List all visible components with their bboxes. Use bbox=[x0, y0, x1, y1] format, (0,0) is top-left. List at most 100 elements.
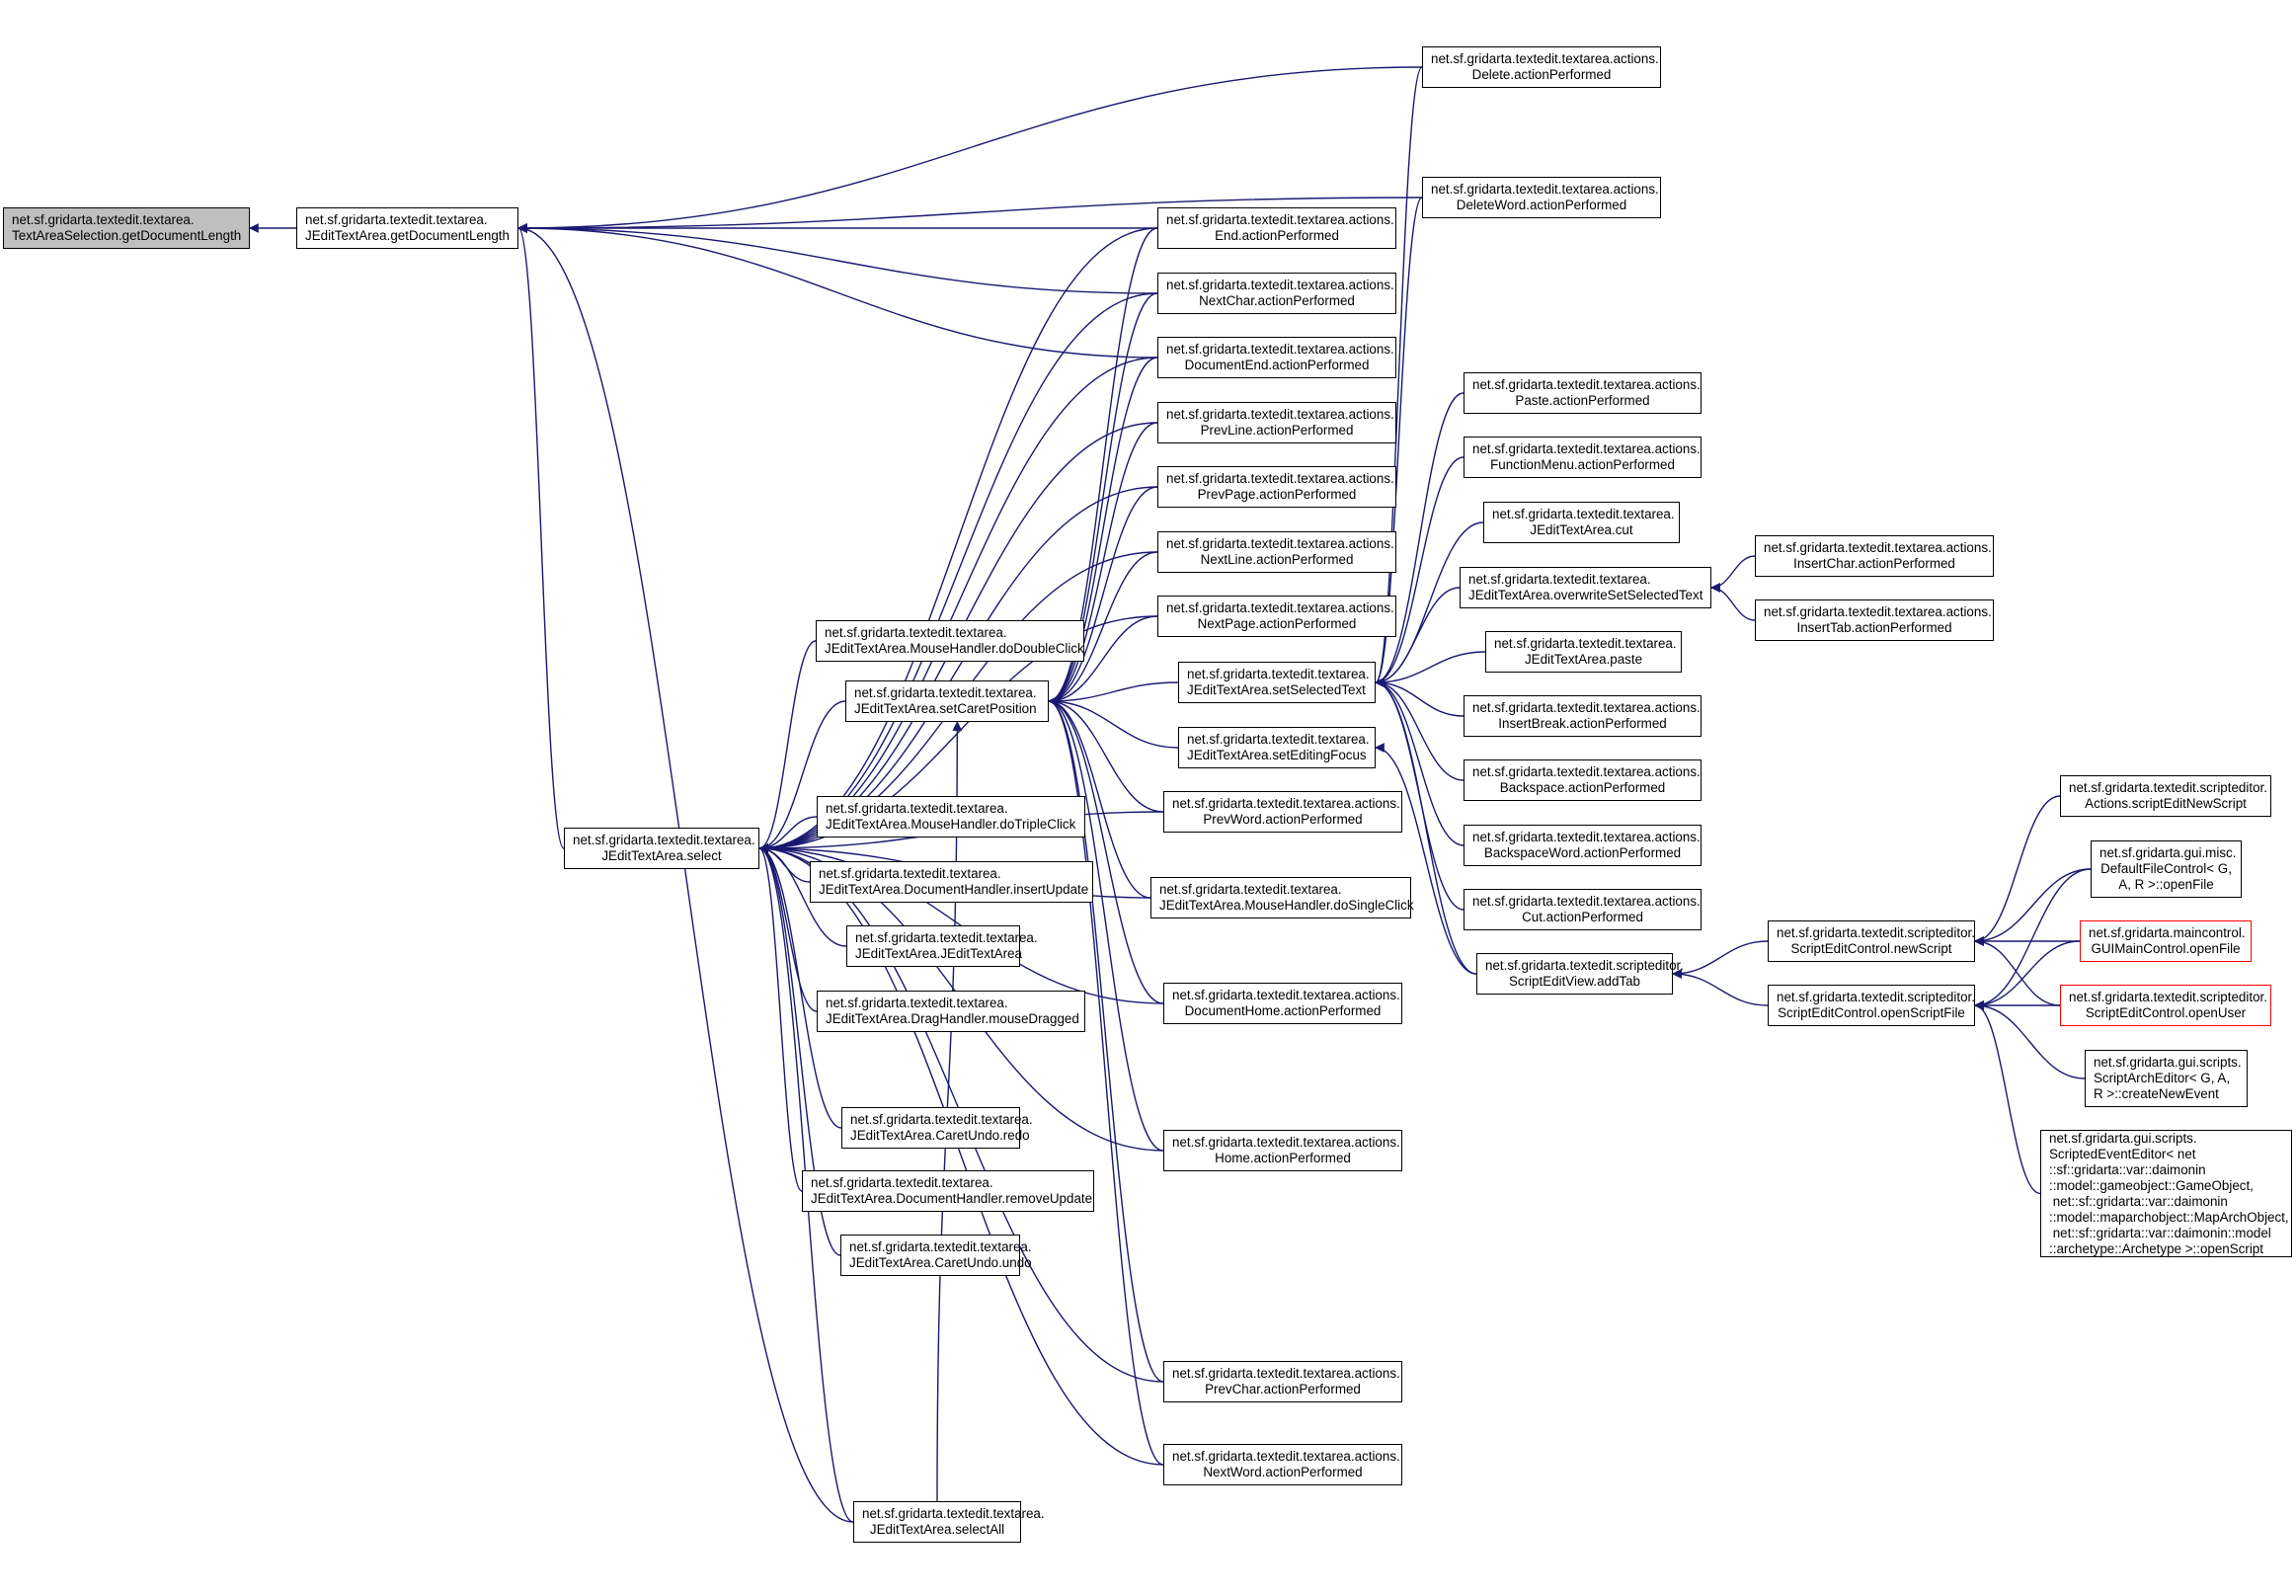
node-label-line: net.sf.gridarta.textedit.textarea. bbox=[862, 1506, 1045, 1521]
node-label-line: net.sf.gridarta.textedit.textarea.action… bbox=[1172, 1366, 1400, 1381]
node-label-line: net.sf.gridarta.textedit.textarea. bbox=[1492, 507, 1675, 521]
node-label-line: InsertBreak.actionPerformed bbox=[1498, 716, 1667, 731]
graph-node-insertbreak-actionperformed[interactable]: net.sf.gridarta.textedit.textarea.action… bbox=[1464, 695, 1702, 737]
node-label-line: PrevChar.actionPerformed bbox=[1205, 1382, 1361, 1396]
node-label-line: JEditTextArea.cut bbox=[1530, 522, 1633, 537]
node-label-line: net.sf.gridarta.textedit.textarea. bbox=[819, 866, 1001, 881]
graph-node-nextword-actionperformed[interactable]: net.sf.gridarta.textedit.textarea.action… bbox=[1163, 1444, 1402, 1485]
graph-node-nextpage-actionperformed[interactable]: net.sf.gridarta.textedit.textarea.action… bbox=[1157, 596, 1396, 637]
call-edge-n4-to-n1 bbox=[517, 197, 1423, 233]
node-label-line: JEditTextArea.CaretUndo.redo bbox=[850, 1128, 1030, 1143]
graph-node-jedittextarea-overwritesetselectedtext[interactable]: net.sf.gridarta.textedit.textarea.JEditT… bbox=[1460, 567, 1711, 608]
graph-node-insertchar-actionperformed[interactable]: net.sf.gridarta.textedit.textarea.action… bbox=[1755, 535, 1994, 577]
graph-node-caretundo-redo[interactable]: net.sf.gridarta.textedit.textarea.JEditT… bbox=[841, 1107, 1033, 1149]
graph-node-mousehandler-dodoubleclick[interactable]: net.sf.gridarta.textedit.textarea.JEditT… bbox=[816, 620, 1084, 662]
node-label-line: net.sf.gridarta.textedit.textarea.action… bbox=[1431, 182, 1659, 197]
graph-node-mousehandler-dosingleclick[interactable]: net.sf.gridarta.textedit.textarea.JEditT… bbox=[1150, 877, 1414, 918]
node-label-line: JEditTextArea.paste bbox=[1524, 652, 1643, 667]
node-label-line: ScriptEditControl.openScriptFile bbox=[1778, 1005, 1965, 1020]
node-label-line: GUIMainControl.openFile bbox=[2091, 941, 2241, 956]
graph-node-documenthandler-removeupdate[interactable]: net.sf.gridarta.textedit.textarea.JEditT… bbox=[802, 1170, 1094, 1212]
graph-node-prevpage-actionperformed[interactable]: net.sf.gridarta.textedit.textarea.action… bbox=[1157, 466, 1396, 508]
node-label-line: InsertChar.actionPerformed bbox=[1793, 556, 1955, 571]
graph-node-cut-actionperformed[interactable]: net.sf.gridarta.textedit.textarea.action… bbox=[1464, 889, 1702, 930]
graph-node-actions-scripteditnewscript[interactable]: net.sf.gridarta.textedit.scripteditor.Ac… bbox=[2060, 775, 2271, 817]
graph-node-scriptarcheditor-createnewevent[interactable]: net.sf.gridarta.gui.scripts.ScriptArchEd… bbox=[2085, 1050, 2248, 1107]
node-label-line: net.sf.gridarta.textedit.textarea. bbox=[1159, 882, 1342, 897]
node-label-line: net.sf.gridarta.textedit.textarea. bbox=[305, 212, 488, 227]
node-label-line: NextLine.actionPerformed bbox=[1200, 552, 1354, 567]
graph-node-scriptedeventeditor-openscript[interactable]: net.sf.gridarta.gui.scripts.ScriptedEven… bbox=[2040, 1130, 2292, 1257]
node-label-line: ::sf::gridarta::var::daimonin bbox=[2049, 1161, 2206, 1177]
graph-node-draghandler-mousedragged[interactable]: net.sf.gridarta.textedit.textarea.JEditT… bbox=[817, 991, 1085, 1032]
graph-node-caretundo-undo[interactable]: net.sf.gridarta.textedit.textarea.JEditT… bbox=[840, 1235, 1032, 1276]
node-label-line: ::model::gameobject::GameObject, bbox=[2049, 1177, 2254, 1193]
graph-node-scripteditcontrol-openscriptfile[interactable]: net.sf.gridarta.textedit.scripteditor.Sc… bbox=[1768, 985, 1975, 1026]
graph-node-jedittextarea-setcaretposition[interactable]: net.sf.gridarta.textedit.textarea.JEditT… bbox=[845, 680, 1049, 722]
graph-node-functionmenu-actionperformed[interactable]: net.sf.gridarta.textedit.textarea.action… bbox=[1464, 437, 1702, 478]
node-label-line: net.sf.gridarta.textedit.textarea.action… bbox=[1166, 600, 1394, 615]
graph-node-jedittextarea-paste[interactable]: net.sf.gridarta.textedit.textarea.JEditT… bbox=[1485, 631, 1682, 673]
graph-node-jedittextarea-constructor[interactable]: net.sf.gridarta.textedit.textarea.JEditT… bbox=[846, 925, 1038, 967]
call-edge-n2-to-n1 bbox=[517, 223, 565, 849]
node-label-line: net.sf.gridarta.textedit.textarea.action… bbox=[1472, 441, 1701, 456]
node-label-line: net.sf.gridarta.textedit.scripteditor. bbox=[1777, 990, 1975, 1004]
graph-node-root-textareaselection-getdocumentlength[interactable]: net.sf.gridarta.textedit.textarea.TextAr… bbox=[3, 207, 250, 249]
node-label-line: JEditTextArea.setSelectedText bbox=[1187, 682, 1366, 697]
call-edge-n11-to-n13 bbox=[1048, 615, 1158, 706]
call-edge-n26-to-n2 bbox=[758, 843, 841, 1256]
call-edge-n34-to-n14 bbox=[1375, 651, 1486, 687]
graph-node-backspace-actionperformed[interactable]: net.sf.gridarta.textedit.textarea.action… bbox=[1464, 759, 1702, 801]
graph-node-home-actionperformed[interactable]: net.sf.gridarta.textedit.textarea.action… bbox=[1163, 1130, 1402, 1171]
graph-node-paste-actionperformed[interactable]: net.sf.gridarta.textedit.textarea.action… bbox=[1464, 372, 1702, 414]
call-edge-n21-to-n2 bbox=[758, 843, 818, 1012]
call-edge-n14-to-n13 bbox=[1048, 681, 1179, 706]
node-label-line: JEditTextArea.setEditingFocus bbox=[1187, 748, 1367, 762]
graph-node-prevline-actionperformed[interactable]: net.sf.gridarta.textedit.textarea.action… bbox=[1157, 402, 1396, 443]
graph-node-prevword-actionperformed[interactable]: net.sf.gridarta.textedit.textarea.action… bbox=[1163, 791, 1402, 833]
graph-node-scripteditcontrol-openuser[interactable]: net.sf.gridarta.textedit.scripteditor.Sc… bbox=[2060, 985, 2271, 1026]
graph-node-backspaceword-actionperformed[interactable]: net.sf.gridarta.textedit.textarea.action… bbox=[1464, 825, 1702, 866]
graph-node-defaultfilecontrol-openfile[interactable]: net.sf.gridarta.gui.misc.DefaultFileCont… bbox=[2091, 840, 2242, 898]
call-edge-n7-to-n13 bbox=[1048, 357, 1158, 706]
node-label-line: net.sf.gridarta.textedit.textarea. bbox=[854, 685, 1037, 700]
graph-node-mousehandler-dotripleclick[interactable]: net.sf.gridarta.textedit.textarea.JEditT… bbox=[817, 796, 1085, 838]
graph-node-jedittextarea-getdocumentlength[interactable]: net.sf.gridarta.textedit.textarea.JEditT… bbox=[296, 207, 518, 249]
node-label-line: ScriptArchEditor< G, A, bbox=[2094, 1071, 2231, 1085]
graph-node-scripteditcontrol-newscript[interactable]: net.sf.gridarta.textedit.scripteditor.Sc… bbox=[1768, 920, 1975, 962]
graph-node-documentend-actionperformed[interactable]: net.sf.gridarta.textedit.textarea.action… bbox=[1157, 337, 1396, 378]
node-label-line: JEditTextArea.DragHandler.mouseDragged bbox=[826, 1011, 1079, 1026]
node-label-line: net.sf.gridarta.gui.scripts. bbox=[2049, 1130, 2197, 1146]
node-label-line: Backspace.actionPerformed bbox=[1499, 780, 1666, 795]
call-edge-n45-to-n43 bbox=[1974, 868, 2092, 1010]
node-label-line: End.actionPerformed bbox=[1215, 228, 1339, 243]
graph-node-nextline-actionperformed[interactable]: net.sf.gridarta.textedit.textarea.action… bbox=[1157, 531, 1396, 573]
graph-node-jedittextarea-seteditingfocus[interactable]: net.sf.gridarta.textedit.textarea.JEditT… bbox=[1178, 727, 1376, 768]
node-label-line: NextPage.actionPerformed bbox=[1197, 616, 1357, 631]
call-edge-n4-to-n14 bbox=[1375, 197, 1423, 687]
call-edge-n16-to-n13 bbox=[1048, 696, 1164, 813]
call-edge-n48-to-n43 bbox=[1974, 1000, 2086, 1079]
graph-node-end-actionperformed[interactable]: net.sf.gridarta.textedit.textarea.action… bbox=[1157, 207, 1396, 249]
graph-node-documenthandler-insertupdate[interactable]: net.sf.gridarta.textedit.textarea.JEditT… bbox=[810, 861, 1093, 903]
graph-node-delete-actionperformed[interactable]: net.sf.gridarta.textedit.textarea.action… bbox=[1422, 46, 1661, 88]
node-label-line: net.sf.gridarta.textedit.textarea.action… bbox=[1166, 407, 1394, 422]
node-label-line: net.sf.gridarta.textedit.textarea.action… bbox=[1166, 342, 1394, 357]
node-label-line: net.sf.gridarta.textedit.textarea.action… bbox=[1172, 796, 1400, 811]
graph-node-nextchar-actionperformed[interactable]: net.sf.gridarta.textedit.textarea.action… bbox=[1157, 273, 1396, 314]
graph-node-prevchar-actionperformed[interactable]: net.sf.gridarta.textedit.textarea.action… bbox=[1163, 1361, 1402, 1402]
graph-node-guimaincontrol-openfile[interactable]: net.sf.gridarta.maincontrol.GUIMainContr… bbox=[2080, 920, 2252, 962]
call-edge-n19-to-n13 bbox=[1048, 696, 1151, 899]
graph-node-jedittextarea-setselectedtext[interactable]: net.sf.gridarta.textedit.textarea.JEditT… bbox=[1178, 662, 1376, 703]
call-edge-n37-to-n14 bbox=[1375, 678, 1465, 846]
call-edge-n49-to-n43 bbox=[1974, 1000, 2041, 1195]
graph-node-inserttab-actionperformed[interactable]: net.sf.gridarta.textedit.textarea.action… bbox=[1755, 599, 1994, 641]
graph-node-jedittextarea-selectall[interactable]: net.sf.gridarta.textedit.textarea.JEditT… bbox=[853, 1501, 1045, 1543]
graph-node-jedittextarea-cut[interactable]: net.sf.gridarta.textedit.textarea.JEditT… bbox=[1483, 502, 1680, 543]
graph-node-deleteword-actionperformed[interactable]: net.sf.gridarta.textedit.textarea.action… bbox=[1422, 177, 1661, 218]
graph-node-documenthome-actionperformed[interactable]: net.sf.gridarta.textedit.textarea.action… bbox=[1163, 983, 1402, 1024]
call-edge-n9-to-n13 bbox=[1048, 486, 1158, 706]
graph-node-jedittextarea-select[interactable]: net.sf.gridarta.textedit.textarea.JEditT… bbox=[564, 828, 759, 869]
node-label-line: net::sf::gridarta::var::daimonin::model bbox=[2049, 1225, 2271, 1240]
graph-node-scripteditview-addtab[interactable]: net.sf.gridarta.textedit.scripteditor.Sc… bbox=[1476, 953, 1684, 995]
